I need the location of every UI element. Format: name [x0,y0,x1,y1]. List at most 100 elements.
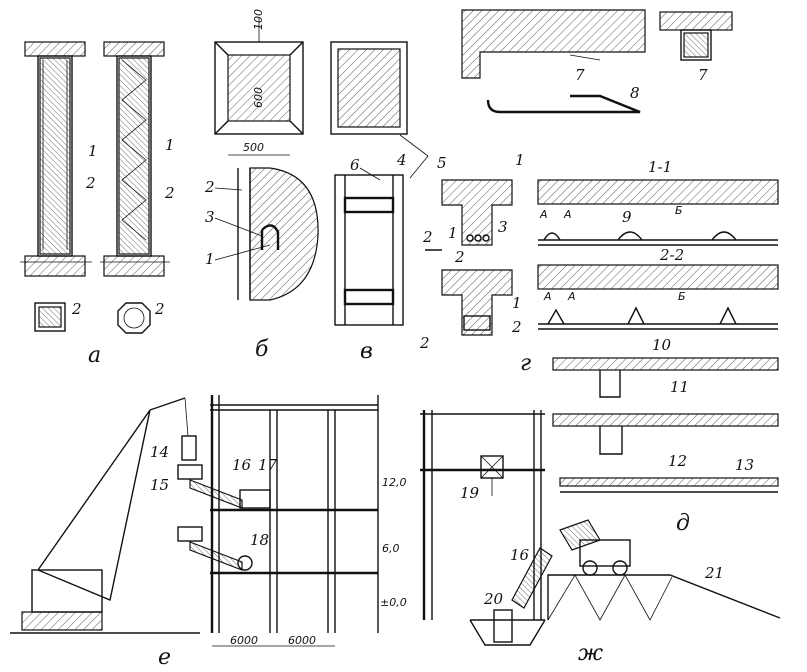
callout-6: 6 [350,156,360,174]
slab-section-2-2 [537,264,779,290]
callout-15: 15 [150,476,169,494]
dim-100: 100 [252,9,265,30]
slab-section-1-1 [537,179,779,205]
weld-plate-top [343,196,395,214]
callout-14: 14 [150,443,169,461]
tee-section-2 [441,269,513,336]
dim-500: 500 [243,141,264,154]
callout-19: 19 [460,484,480,502]
column-elevation-v [334,174,404,326]
callout-9: 9 [622,208,632,226]
slab-12 [552,413,779,427]
panel-e-crane: 14 15 16 17 18 12,0 6,0 ±0,0 6000 [10,395,407,670]
dump-truck [579,539,631,567]
callout-16: 16 [232,456,252,474]
column2-spiral [121,59,147,241]
column2-concrete [118,57,150,255]
dim-A-4: А [567,290,576,303]
panel-letter-b: б [255,337,269,362]
callout-b2: 2 [204,178,215,196]
callout-7b: 7 [698,66,708,84]
callout-2c: 2 [71,300,82,318]
panel-letter-d: д [676,511,690,536]
callout-18: 18 [250,531,269,549]
section-mark-2: 2 [419,334,430,352]
panel-zh-shaft: 19 20 21 16 ж [420,410,781,666]
column1-concrete [39,57,71,255]
dim-A-3: А [543,290,552,303]
hopper-20 [493,609,513,643]
callout-16b: 16 [510,546,530,564]
callout-8: 8 [630,84,640,102]
hook-8 [486,94,641,114]
panel-b-joint: 100 600 500 2 3 1 б [204,9,319,362]
panel-letter-a: а [88,343,101,368]
panel-d-slabs: 11 12 13 д [552,357,779,536]
panel-v-column-joint: 6 4 5 2 в [330,41,447,364]
callout-1b: 1 [165,136,175,154]
callout-5: 5 [437,154,447,172]
crane-tracks [21,611,103,631]
dim-600: 600 [252,87,265,108]
section-title-1-1: 1-1 [648,158,672,176]
ramp-21 [547,574,781,620]
callout-11: 11 [670,378,689,396]
panel-a-columns: 1 2 1 2 2 2 а [20,41,175,368]
callout-g1b: 1 [512,294,522,312]
elevation-12: 12,0 [382,476,407,489]
dim-B-1: Б [675,204,683,217]
callout-g1: 1 [448,224,458,242]
panel-letter-v: в [360,339,373,364]
callout-13: 13 [735,456,754,474]
crane-boom [36,409,151,601]
cut-mark-1: 1 [515,151,525,169]
building-frame [210,395,379,633]
callout-b3: 3 [205,208,215,226]
pit-20 [469,619,546,646]
beam-cross-section-7 [680,29,712,61]
chute-16 [189,479,243,509]
slab-11 [552,357,779,371]
column-plan-v [330,41,408,135]
square-section [34,302,66,332]
panel-g-sections: 2 1 3 1 1 2 2 1-1 А А Б 9 2-2 А А Б 10 г [422,151,779,376]
callout-g3: 3 [498,218,508,236]
dim-B-2: Б [678,290,686,303]
dim-6000-a: 6000 [230,634,258,647]
callout-4: 4 [396,151,407,169]
crane-hook-block [181,435,197,461]
column2-bottom-slab [103,255,165,277]
callout-17: 17 [258,456,278,474]
cut-mark-2: 2 [422,228,433,246]
callout-g2b: 2 [454,248,465,266]
section-title-2-2: 2-2 [659,246,684,264]
joint-monolith [249,167,319,301]
callout-2d: 2 [154,300,165,318]
callout-2b: 2 [164,184,175,202]
callout-b1: 1 [205,250,215,268]
column1-bottom-slab [24,255,86,277]
elevation-0: ±0,0 [380,596,407,609]
callout-1: 1 [88,142,98,160]
callout-2: 2 [85,174,96,192]
callout-20: 20 [483,590,504,608]
callout-g2: 2 [511,318,522,336]
beam-section-7 [461,9,646,79]
tee-section-1 [441,179,513,246]
truck-17 [239,489,271,509]
panel-beam-7-8: 7 7 8 [461,9,733,114]
column-plan-core [227,54,291,122]
column1-top-slab [24,41,86,57]
callout-10: 10 [652,336,672,354]
dim-6000-b: 6000 [288,634,316,647]
panel-letter-zh: ж [578,641,603,666]
callout-7: 7 [575,66,585,84]
chute-18 [189,541,243,571]
column2-top-slab [103,41,165,57]
panel-letter-e: е [158,645,171,670]
chute-16b [511,547,553,609]
weld-plate-bottom [343,288,395,306]
panel-letter-g: г [520,351,531,376]
crane-body [31,569,103,613]
